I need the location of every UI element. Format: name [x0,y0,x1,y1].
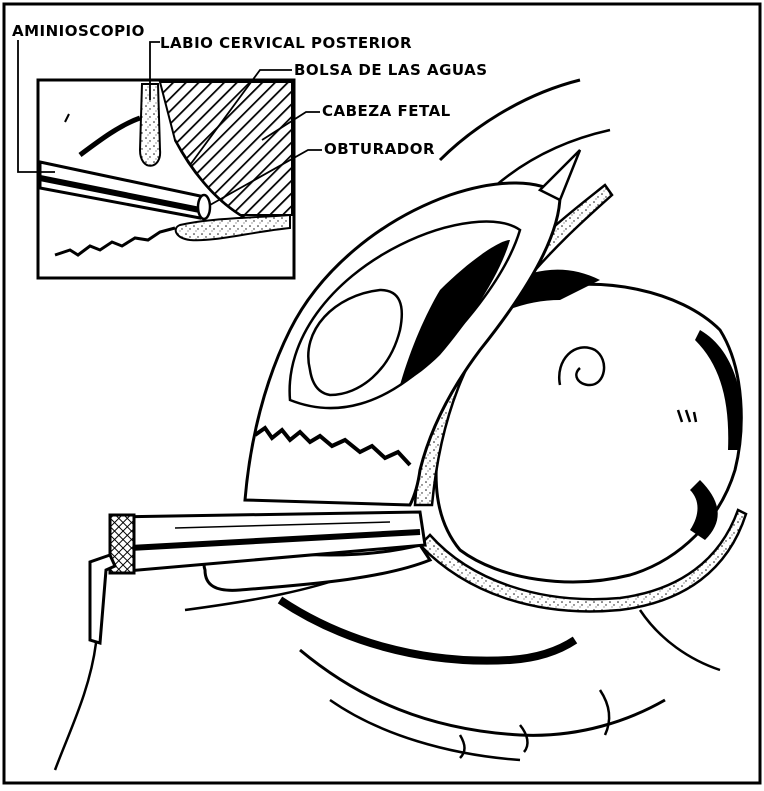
light-handle [90,555,115,643]
fold-mark-3 [460,735,465,758]
fold-mark-1 [600,690,609,735]
label-posterior-cervical-lip: LABIO CERVICAL POSTERIOR [160,36,412,51]
vaginal-fold-dark [280,600,575,661]
label-amnioscope: AMINIOSCOPIO [12,24,145,39]
fold-mark-2 [520,725,527,752]
perineal-line [330,700,520,760]
light-cable [55,643,96,770]
inset-obturator [198,195,210,219]
label-amniotic-sac: BOLSA DE LAS AGUAS [294,63,488,78]
label-obturator: OBTURADOR [324,142,435,157]
maternal-contour-top [440,80,580,160]
label-fetal-head: CABEZA FETAL [322,104,451,119]
thigh-contour [640,610,720,670]
cervix-tip [540,150,580,200]
